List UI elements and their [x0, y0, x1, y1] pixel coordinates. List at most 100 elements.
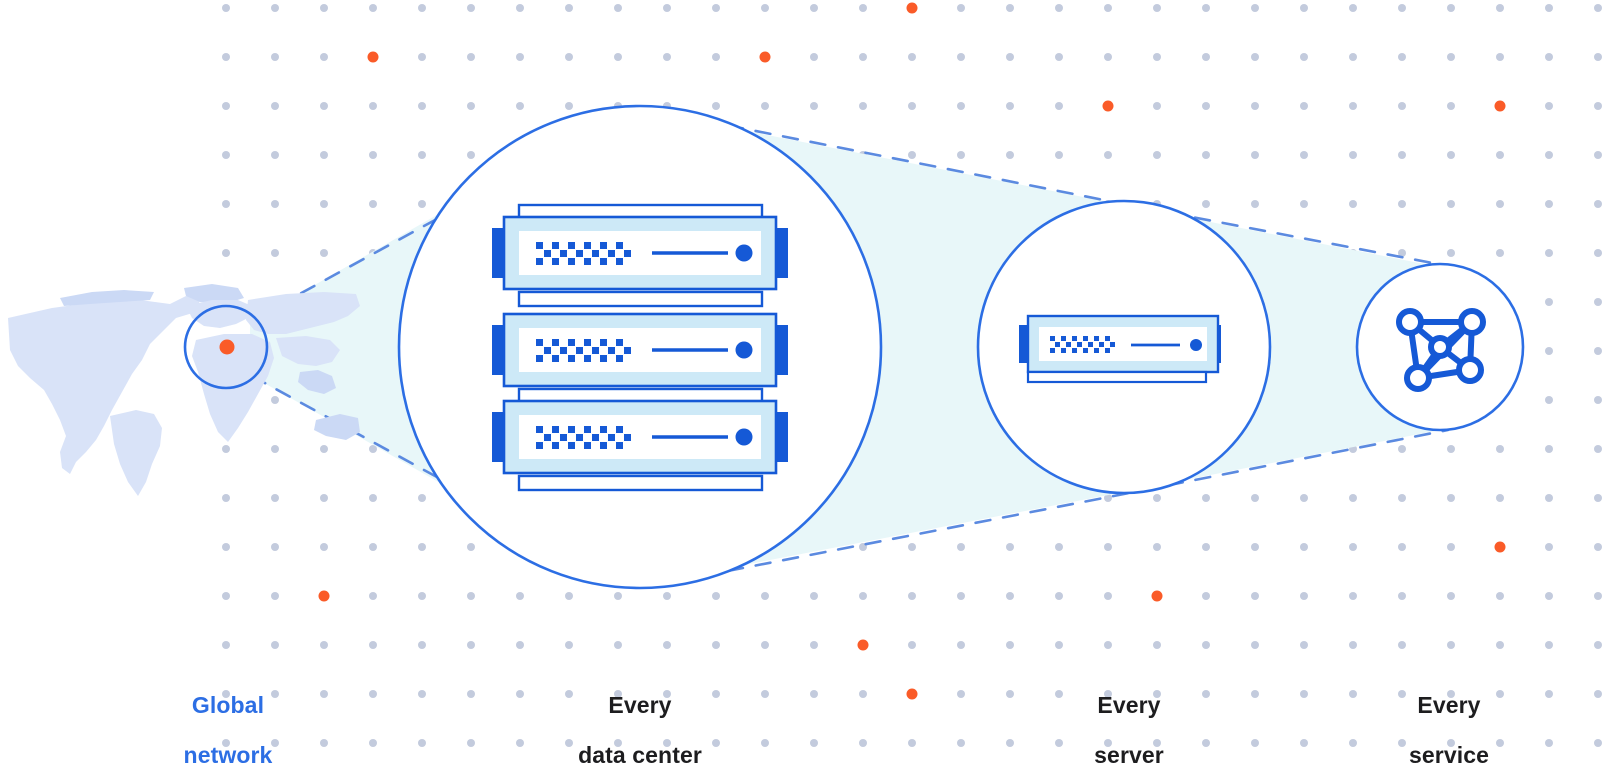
grid-dot — [320, 690, 328, 698]
grid-dot — [908, 151, 916, 159]
grid-dot — [957, 543, 965, 551]
grid-dot — [1447, 151, 1455, 159]
grid-dot — [957, 690, 965, 698]
grid-dot — [1545, 347, 1553, 355]
grid-dot — [271, 102, 279, 110]
grid-accent-dot — [367, 51, 379, 63]
map-location-marker-dot — [219, 339, 235, 355]
grid-dot — [1006, 151, 1014, 159]
grid-dot — [1300, 4, 1308, 12]
grid-dot — [1594, 739, 1602, 747]
grid-dot — [1055, 151, 1063, 159]
grid-dot — [614, 641, 622, 649]
grid-dot — [614, 739, 622, 747]
grid-dot — [1006, 690, 1014, 698]
grid-dot — [1594, 53, 1602, 61]
grid-dot — [1594, 200, 1602, 208]
rack-unit — [492, 312, 788, 388]
rack-vent-grid — [536, 339, 631, 362]
grid-dot — [320, 494, 328, 502]
grid-dot — [908, 739, 916, 747]
map-australia — [314, 414, 360, 440]
grid-dot — [369, 494, 377, 502]
grid-dot — [1104, 151, 1112, 159]
grid-dot — [1398, 690, 1406, 698]
grid-dot — [859, 53, 867, 61]
grid-dot — [712, 4, 720, 12]
grid-dot — [1545, 298, 1553, 306]
grid-dot — [1594, 102, 1602, 110]
grid-dot — [712, 739, 720, 747]
grid-dot — [1300, 151, 1308, 159]
grid-accent-dot — [906, 688, 918, 700]
grid-dot — [1398, 102, 1406, 110]
grid-dot — [1006, 641, 1014, 649]
mesh-nodes — [1396, 308, 1486, 392]
grid-dot — [565, 739, 573, 747]
grid-dot — [1545, 641, 1553, 649]
grid-dot — [957, 592, 965, 600]
grid-dot — [712, 592, 720, 600]
grid-dot — [271, 543, 279, 551]
grid-dot — [1202, 200, 1210, 208]
grid-dot — [1594, 249, 1602, 257]
grid-dot — [222, 592, 230, 600]
grid-dot — [761, 4, 769, 12]
grid-dot — [516, 102, 524, 110]
grid-dot — [1349, 102, 1357, 110]
grid-dot — [1055, 739, 1063, 747]
grid-dot — [418, 4, 426, 12]
grid-accent-dot — [857, 639, 869, 651]
grid-dot — [222, 249, 230, 257]
grid-dot — [1594, 690, 1602, 698]
grid-dot — [810, 690, 818, 698]
grid-dot — [222, 102, 230, 110]
mesh-node — [1458, 308, 1486, 336]
grid-dot — [320, 4, 328, 12]
grid-dot — [663, 739, 671, 747]
grid-dot — [418, 102, 426, 110]
grid-dot — [369, 543, 377, 551]
map-south-america — [110, 410, 162, 496]
grid-dot — [320, 200, 328, 208]
map-southeast-asia — [298, 370, 336, 394]
mesh-node — [1404, 364, 1432, 392]
grid-dot — [908, 543, 916, 551]
grid-dot — [369, 641, 377, 649]
grid-dot — [516, 739, 524, 747]
grid-dot — [369, 4, 377, 12]
grid-dot — [663, 641, 671, 649]
grid-dot — [1055, 543, 1063, 551]
grid-dot — [1447, 641, 1455, 649]
server-rack-icon — [492, 203, 788, 492]
grid-dot — [1251, 151, 1259, 159]
grid-dot — [1006, 53, 1014, 61]
grid-dot — [1447, 494, 1455, 502]
grid-dot — [271, 592, 279, 600]
grid-dot — [320, 543, 328, 551]
grid-dot — [467, 4, 475, 12]
grid-dot — [222, 739, 230, 747]
grid-dot — [1202, 494, 1210, 502]
rack-status-led — [735, 428, 753, 446]
grid-dot — [271, 151, 279, 159]
grid-dot — [1398, 200, 1406, 208]
grid-dot — [1153, 739, 1161, 747]
grid-dot — [1594, 151, 1602, 159]
grid-dot — [1202, 690, 1210, 698]
server-status-led — [1190, 339, 1202, 351]
grid-dot — [271, 53, 279, 61]
grid-dot — [1251, 592, 1259, 600]
grid-dot — [271, 641, 279, 649]
grid-dot — [1496, 249, 1504, 257]
grid-dot — [1398, 739, 1406, 747]
grid-dot — [1104, 543, 1112, 551]
grid-dot — [1496, 739, 1504, 747]
grid-dot — [271, 249, 279, 257]
grid-dot — [1447, 739, 1455, 747]
grid-dot — [957, 641, 965, 649]
grid-dot — [614, 592, 622, 600]
map-europe — [186, 300, 252, 328]
grid-dot — [859, 739, 867, 747]
grid-dot — [1594, 298, 1602, 306]
